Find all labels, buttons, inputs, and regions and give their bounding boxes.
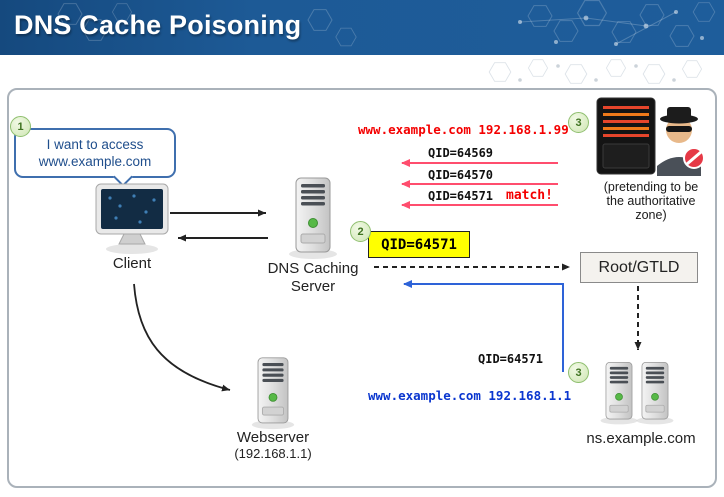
step-3-attacker-badge: 3 (568, 112, 589, 133)
root-gtld-box: Root/GTLD (580, 252, 698, 283)
query-qid-box: QID=64571 (368, 231, 470, 258)
guess-qid-2: QID=64570 (428, 168, 494, 182)
dns-server-label-line2: Server (290, 278, 336, 295)
ns-answer-text: www.example.com 192.168.1.1 (368, 388, 572, 403)
ns-server-icon-2 (632, 360, 678, 426)
dns-server-icon (283, 176, 343, 260)
spoofed-answer-text: www.example.com 192.168.1.99 (358, 122, 569, 137)
dns-server-label-line1: DNS Caching (267, 260, 359, 277)
attacker-icon (593, 96, 705, 180)
webserver-icon (246, 356, 300, 430)
page-title: DNS Cache Poisoning (14, 10, 302, 40)
attacker-note-line1: (pretending to be (603, 180, 699, 194)
client-speech-bubble: I want to access www.example.com (14, 128, 176, 178)
subheader-hex-pattern (488, 59, 702, 84)
match-label: match! (506, 188, 553, 203)
client-label: Client (112, 255, 152, 272)
attacker-note-line2: the authoritative (606, 194, 696, 208)
ns-label: ns.example.com (586, 430, 696, 447)
bubble-line2: www.example.com (38, 154, 152, 169)
attacker-note-line3: zone) (635, 208, 667, 222)
guess-qid-3: QID=64571 (428, 189, 494, 203)
ns-qid-label: QID=64571 (478, 352, 544, 366)
webserver-label: Webserver (192.168.1.1) (222, 430, 324, 462)
step-1-badge: 1 (10, 116, 31, 137)
client-computer-icon (90, 182, 174, 256)
step-2-badge: 2 (350, 221, 371, 242)
webserver-label-line1: Webserver (236, 429, 310, 446)
dns-server-label: DNS Caching Server (258, 260, 368, 296)
attacker-note: (pretending to be the authoritative zone… (594, 180, 708, 222)
guess-qid-1: QID=64569 (428, 146, 494, 160)
step-3-ns-badge: 3 (568, 362, 589, 383)
bubble-line1: I want to access (46, 137, 144, 152)
webserver-label-line2: (192.168.1.1) (234, 446, 312, 461)
